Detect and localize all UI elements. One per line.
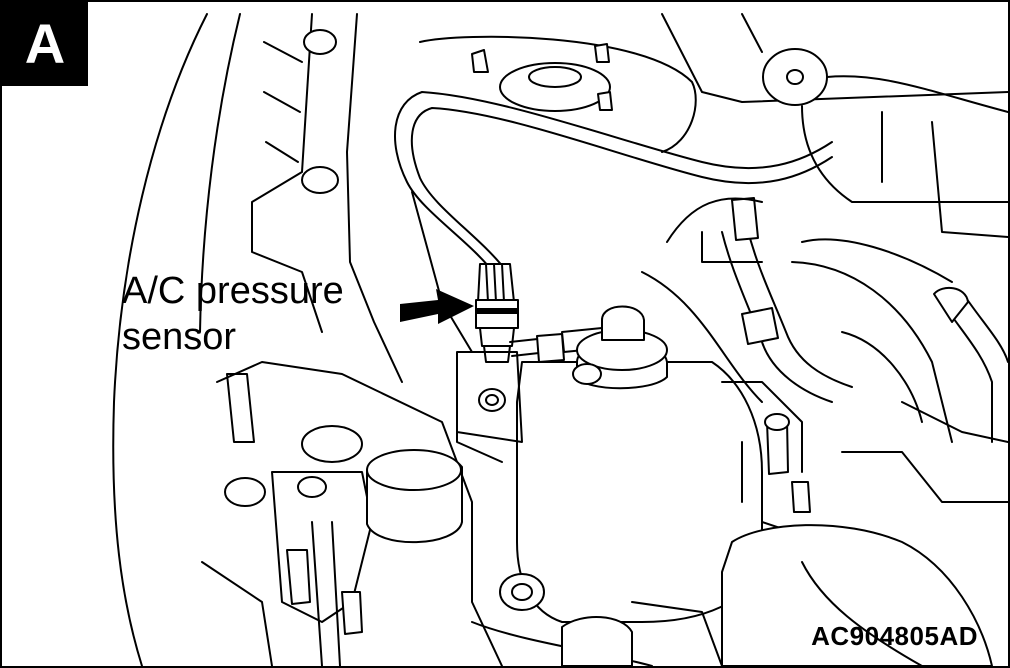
callout-arrow [400, 289, 474, 324]
left-fender-line [112, 13, 208, 666]
left-inner-fender [199, 13, 241, 333]
callout-line-2: sensor [122, 316, 237, 358]
hose-right-1 [721, 231, 833, 403]
sensor-callout-label: A/C pressure sensor [122, 268, 344, 360]
radiator-support [216, 361, 503, 666]
ac-line-outer [394, 91, 833, 278]
strut-mount [419, 35, 697, 153]
panel-label: A [2, 2, 88, 86]
callout-line-1: A/C pressure [122, 270, 344, 312]
left-strut-tower [251, 13, 323, 333]
lower-right-unit [721, 524, 993, 666]
figure-code: AC904805AD [811, 621, 978, 651]
pressure-sensor [475, 263, 519, 363]
ac-line-inner [410, 107, 833, 273]
